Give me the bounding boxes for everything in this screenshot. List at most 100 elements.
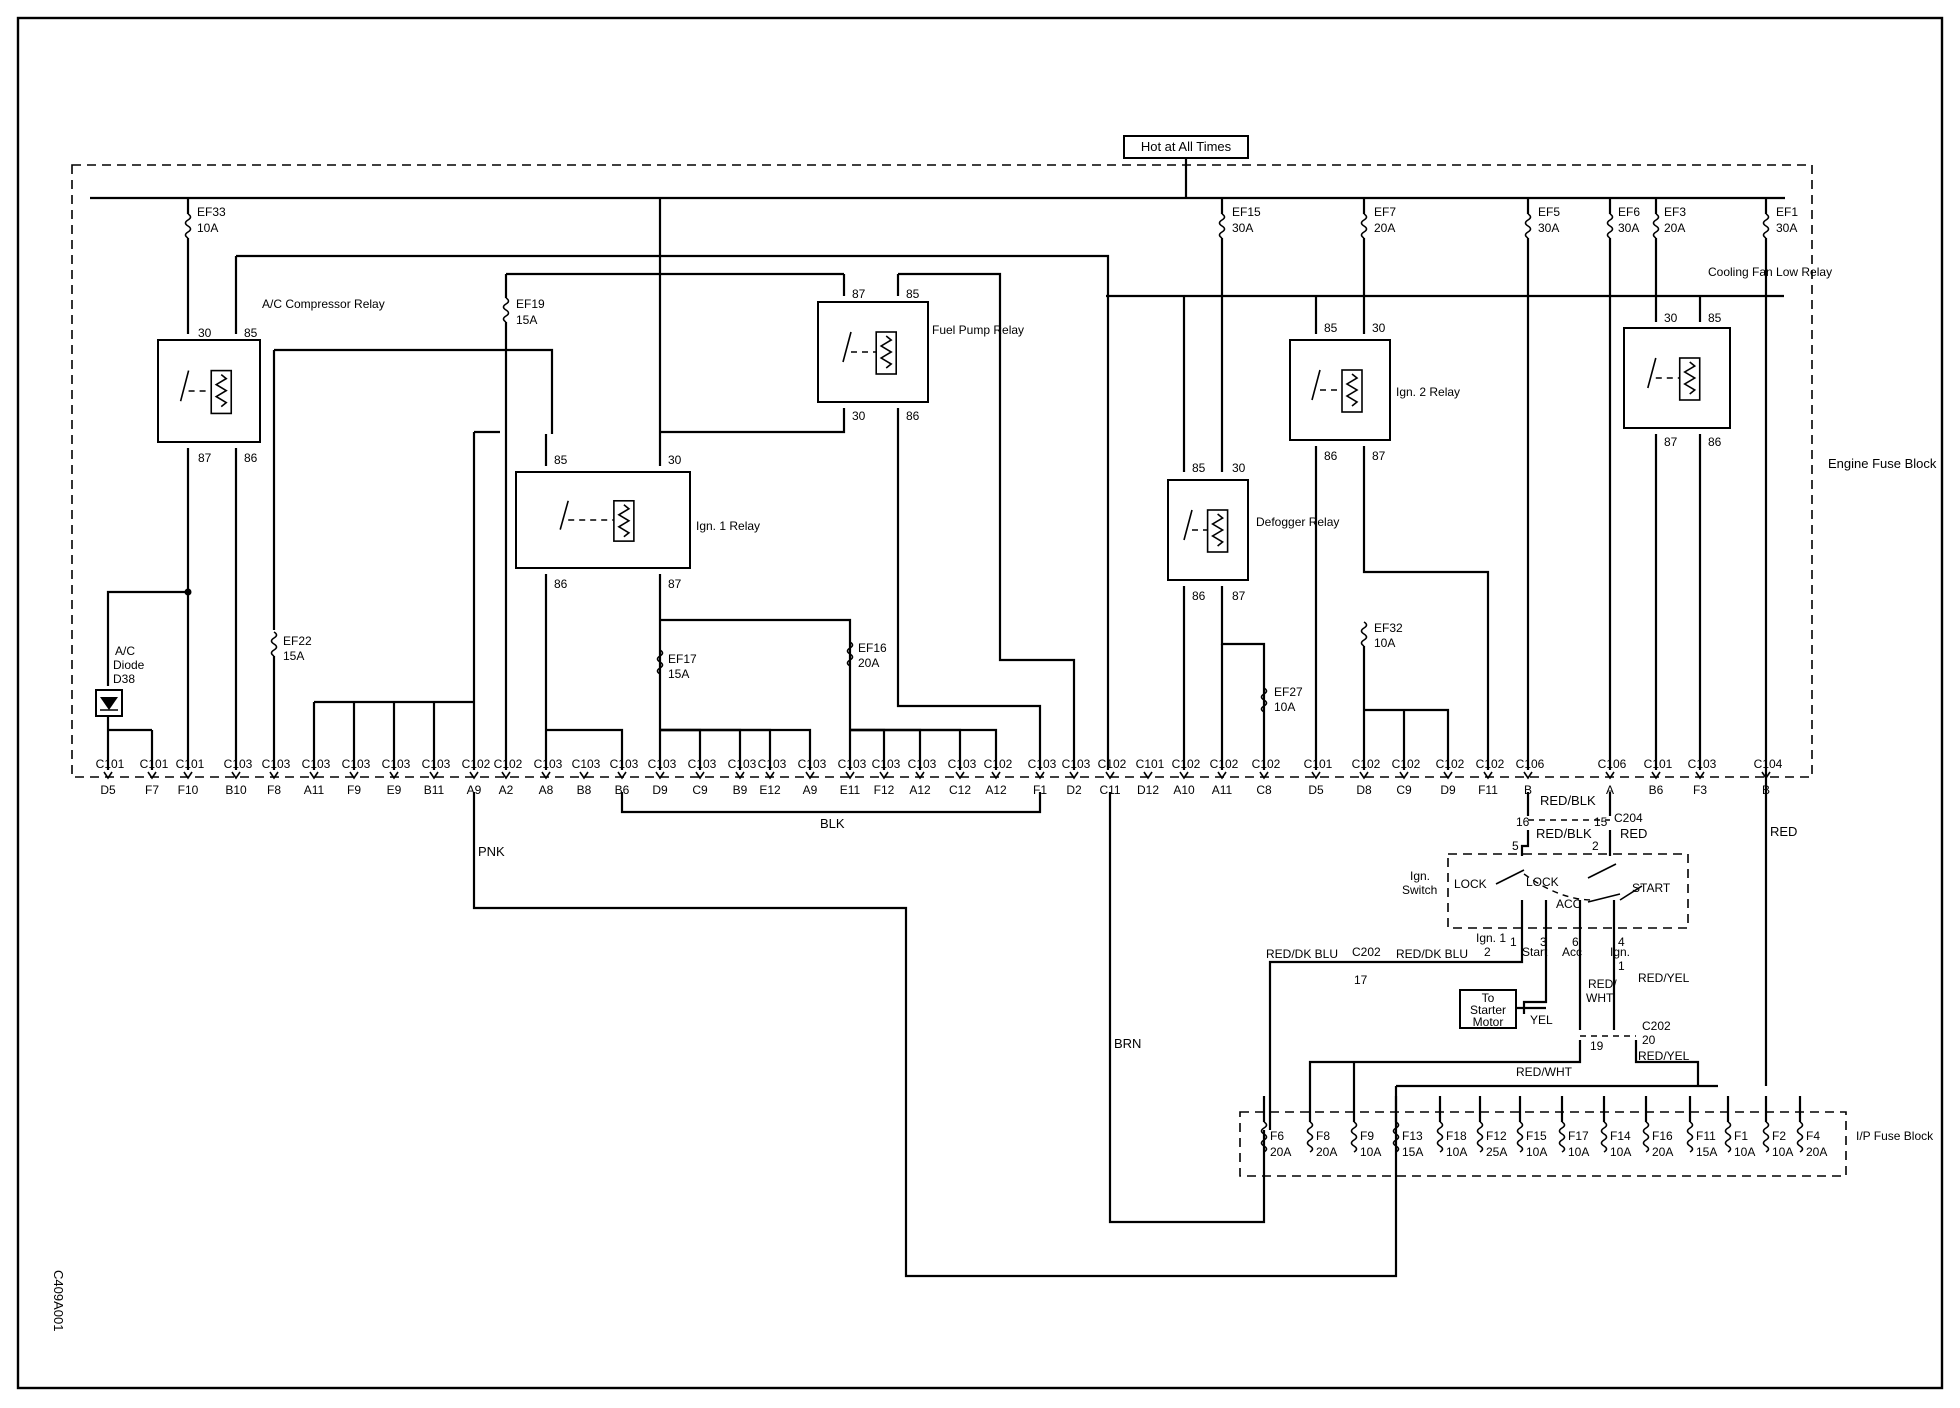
diagram-id: C409A001 xyxy=(51,1270,66,1331)
relay-coil xyxy=(617,504,631,538)
ip-fuse-name: F13 xyxy=(1402,1129,1423,1143)
ip-fuse-element xyxy=(1260,1121,1268,1153)
relay-internals xyxy=(179,331,1701,553)
connector-pin: C9 xyxy=(1396,783,1412,797)
fuse-ef22-rating: 15A xyxy=(283,649,304,663)
ip-fuse-name: F17 xyxy=(1568,1129,1589,1143)
connector-label: C103 xyxy=(610,757,639,771)
connector-label: C102 xyxy=(462,757,491,771)
ign2-relay-label: Ign. 2 Relay xyxy=(1396,385,1460,399)
connector-label: C102 xyxy=(984,757,1013,771)
c202-pin-20: 20 xyxy=(1642,1033,1656,1047)
connector-pin: A xyxy=(1606,783,1614,797)
relay-pin: 30 xyxy=(1664,311,1678,325)
sheet-frame xyxy=(16,16,1944,1390)
ef17-circuit: EF17 15A xyxy=(656,649,812,770)
wire-color-red-dk-blu-2: RED/DK BLU xyxy=(1396,947,1468,961)
cooling-fan-low-relay xyxy=(1623,327,1731,429)
connector-terminal xyxy=(1359,771,1369,780)
switch-pin-5: 5 xyxy=(1512,839,1519,853)
ip-fuse-element xyxy=(1476,1121,1484,1153)
cooling-fan-circuit: EF3 20A Cooling Fan Low Relay xyxy=(1623,198,1832,770)
fuse-ef16-rating: 20A xyxy=(858,656,879,670)
ip-fuse-name: F11 xyxy=(1696,1129,1716,1143)
fuse-ef19-name: EF19 xyxy=(516,297,545,311)
connector-terminal xyxy=(231,771,241,780)
relay-coil xyxy=(214,373,228,408)
ip-fuse-name: F12 xyxy=(1486,1129,1507,1143)
relay-switch xyxy=(1647,357,1657,389)
fuse-ef17-name: EF17 xyxy=(668,652,697,666)
relay-pin: 87 xyxy=(1664,435,1678,449)
relay-pin: 85 xyxy=(906,287,920,301)
switch-pin-2: 2 xyxy=(1592,839,1599,853)
starter-label-2: Starter xyxy=(1470,1003,1506,1017)
ac-compressor-relay-label: A/C Compressor Relay xyxy=(262,297,385,311)
fuse-ef6-rating: 30A xyxy=(1618,221,1639,235)
hot-at-all-times-label: Hot at All Times xyxy=(1141,139,1232,154)
connector-pin: B xyxy=(1524,783,1532,797)
fuse-ef27-rating: 10A xyxy=(1274,700,1295,714)
connector-terminal xyxy=(1399,771,1409,780)
ef19-circuit: EF19 15A xyxy=(502,272,662,770)
engine-fuse-block-outline xyxy=(71,164,1813,778)
relay-pin: 85 xyxy=(554,453,568,467)
connector-label: C103 xyxy=(262,757,291,771)
connector-pin: F8 xyxy=(267,783,281,797)
connector-pin: D5 xyxy=(100,783,116,797)
relay-coil xyxy=(1683,361,1697,395)
fuel-pump-relay-circuit: Fuel Pump Relay xyxy=(660,272,1076,770)
fuse-ef5-rating: 30A xyxy=(1538,221,1559,235)
c202-pin-19: 19 xyxy=(1590,1039,1604,1053)
ip-fuse-rating: 10A xyxy=(1734,1145,1755,1159)
fuse-ef16-name: EF16 xyxy=(858,641,887,655)
connector-pin: F10 xyxy=(178,783,199,797)
connector-label: C102 xyxy=(1436,757,1465,771)
connector-terminal xyxy=(1761,771,1771,780)
fuse-ef17-rating: 15A xyxy=(668,667,689,681)
relay-pin: 86 xyxy=(554,577,568,591)
fuse-ef1-rating: 30A xyxy=(1776,221,1797,235)
ip-fuse-element xyxy=(1516,1121,1524,1153)
fuse-ef33-name: EF33 xyxy=(197,205,226,219)
connector-label: C103 xyxy=(838,757,867,771)
connector-pin: E11 xyxy=(840,783,861,797)
connector-terminal xyxy=(541,771,551,780)
relay-pin: 86 xyxy=(244,451,258,465)
connector-row: C101D5C101F7C101F10C103B10C103F8C103A11C… xyxy=(96,757,1783,797)
connector-terminal xyxy=(1143,771,1153,780)
relay-switch xyxy=(179,370,190,402)
relay-coil-box xyxy=(1678,357,1701,401)
connector-terminal xyxy=(955,771,965,780)
ip-fuse-name: F2 xyxy=(1772,1129,1786,1143)
relay-switch xyxy=(559,500,569,530)
fuse-ef33-rating: 10A xyxy=(197,221,218,235)
connector-terminal xyxy=(1311,771,1321,780)
ef5-ef6-circuit: EF5 30A EF6 30A xyxy=(1524,198,1640,770)
relay-pin: 87 xyxy=(198,451,212,465)
ip-fuse-rating: 15A xyxy=(1696,1145,1717,1159)
connector-terminal xyxy=(389,771,399,780)
connector-terminal xyxy=(879,771,889,780)
connector-pin: F12 xyxy=(874,783,895,797)
engine-fuse-block-label: Engine Fuse Block xyxy=(1828,456,1937,471)
ign-switch-lock-2: LOCK xyxy=(1526,875,1559,889)
ip-fuse-name: F14 xyxy=(1610,1129,1631,1143)
cooling-fan-relay-label: Cooling Fan Low Relay xyxy=(1708,265,1832,279)
relay-pin: 87 xyxy=(668,577,682,591)
ip-fuse-block xyxy=(1239,1111,1847,1177)
wire-color-red-blk-mid: RED/BLK xyxy=(1536,826,1592,841)
connector-pin: A9 xyxy=(467,783,482,797)
ign-switch-lock-1: LOCK xyxy=(1454,877,1487,891)
ip-fuse-element xyxy=(1762,1121,1770,1153)
wire-color-red-wht-3: RED/WHT xyxy=(1516,1065,1573,1079)
ign-switch-acc-label: Acc xyxy=(1562,945,1582,959)
connector-pin: D12 xyxy=(1137,783,1159,797)
ip-fuse-rating: 15A xyxy=(1402,1145,1423,1159)
connector-terminal xyxy=(309,771,319,780)
fuse-ef15-rating: 30A xyxy=(1232,221,1253,235)
ip-fuse-rating: 10A xyxy=(1772,1145,1793,1159)
ip-fuse-rating: 25A xyxy=(1486,1145,1507,1159)
defogger-circuit: EF15 30A Defogger Relay EF27 10A xyxy=(1106,198,1784,770)
connector-label: C101 xyxy=(1304,757,1333,771)
